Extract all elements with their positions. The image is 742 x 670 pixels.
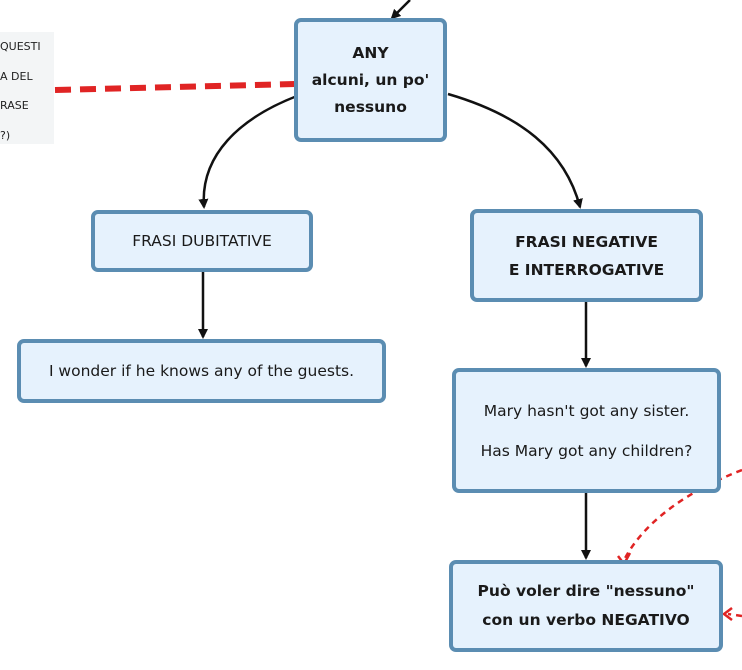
- node-any[interactable]: ANY alcuni, un po' nessuno: [294, 18, 447, 142]
- incoming-arrow: [390, 0, 411, 20]
- node-any-title: ANY: [352, 43, 389, 62]
- node-negative-label-1: FRASI NEGATIVE: [515, 232, 658, 251]
- side-note-line: ?): [0, 128, 11, 142]
- node-dubitative-label: FRASI DUBITATIVE: [132, 232, 272, 250]
- node-nessuno-line-1: Può voler dire "nessuno": [477, 582, 695, 600]
- node-nessuno-line-2: con un verbo NEGATIVO: [482, 611, 690, 629]
- node-frasi-negative-interrogative[interactable]: FRASI NEGATIVE E INTERROGATIVE: [470, 209, 703, 302]
- side-note-line: A DEL: [0, 69, 33, 83]
- dashed-link-right-edge-arrowhead: [721, 607, 733, 621]
- node-nessuno-negativo[interactable]: Può voler dire "nessuno" con un verbo NE…: [449, 560, 723, 652]
- side-note-line: RASE: [0, 99, 29, 112]
- node-frasi-dubitative[interactable]: FRASI DUBITATIVE: [91, 210, 313, 272]
- arrow-any-to-negative: [447, 92, 583, 209]
- node-example-wonder[interactable]: I wonder if he knows any of the guests.: [17, 339, 386, 403]
- dashed-link-right-edge: [727, 612, 742, 618]
- node-any-meaning-1: alcuni, un po': [311, 70, 430, 89]
- node-any-meaning-2: nessuno: [334, 97, 407, 116]
- node-example-mary[interactable]: Mary hasn't got any sister. Has Mary got…: [452, 368, 721, 493]
- arrow-any-to-dubitative: [198, 94, 298, 209]
- side-note-line: QUESTI: [0, 40, 41, 53]
- node-negative-label-2: E INTERROGATIVE: [508, 260, 665, 279]
- node-mary-line-1: Mary hasn't got any sister.: [483, 401, 690, 420]
- node-wonder-text: I wonder if he knows any of the guests.: [48, 362, 355, 380]
- dashed-link-sidenote-to-any: [54, 81, 296, 93]
- node-mary-line-2: Has Mary got any children?: [480, 441, 693, 460]
- side-note-partial: QUESTI A DEL RASE ?): [0, 32, 54, 144]
